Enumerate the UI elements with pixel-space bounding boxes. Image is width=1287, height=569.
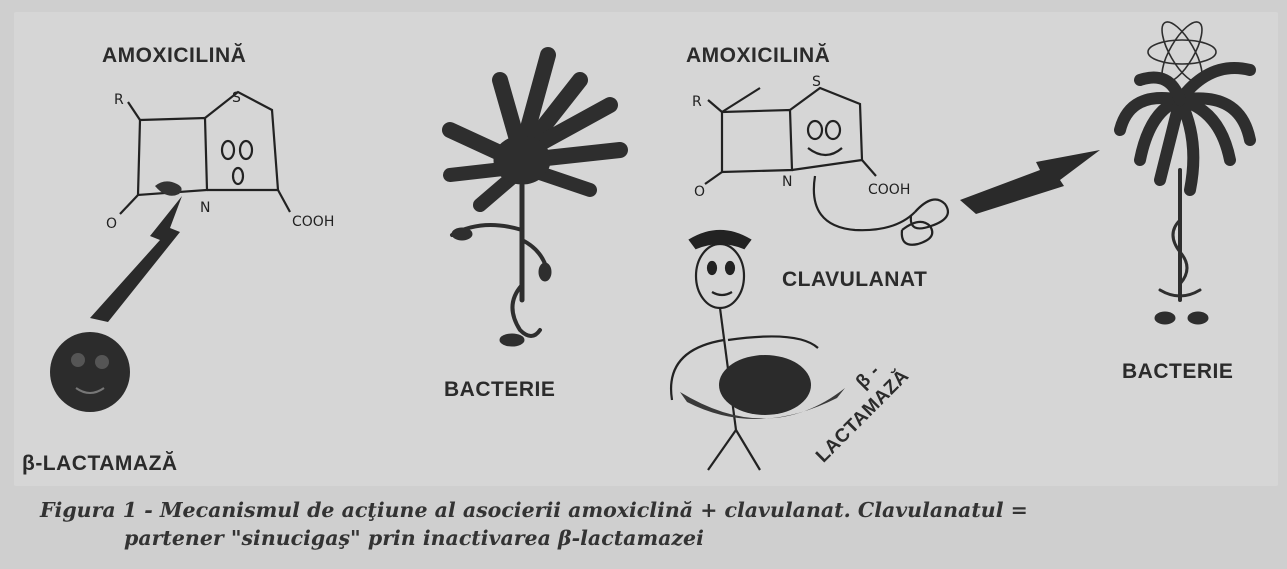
beta-lactamase-label-left: β-LACTAMAZĂ bbox=[22, 452, 178, 476]
r-group-right: R bbox=[692, 94, 702, 110]
clavulanat-label: CLAVULANAT bbox=[782, 268, 927, 292]
bacterie-label-right: BACTERIE bbox=[1122, 360, 1233, 384]
caption-line-2: partener "sinucigaş" prin inactivarea β-… bbox=[124, 524, 704, 552]
amoxicillin-label-right: AMOXICILINĂ bbox=[686, 44, 830, 68]
sulfur-right: S bbox=[812, 74, 821, 90]
amoxicillin-structure-right bbox=[705, 88, 948, 245]
caption-line-1: Figura 1 - Mecanismul de acţiune al asoc… bbox=[40, 496, 1028, 524]
bacterium-right bbox=[1120, 17, 1250, 324]
oxygen-right: O bbox=[694, 184, 705, 200]
lactamase-in-basket bbox=[680, 355, 845, 419]
bacterie-label-center: BACTERIE bbox=[444, 378, 555, 402]
bacterium-center bbox=[450, 55, 620, 346]
nitrogen-right: N bbox=[782, 174, 792, 190]
lightning-bolt-right bbox=[960, 150, 1100, 214]
clavulanate-figure bbox=[671, 231, 818, 470]
cooh-right: COOH bbox=[868, 182, 910, 198]
nitrogen-left: N bbox=[200, 200, 210, 216]
oxygen-left: O bbox=[106, 216, 117, 232]
beta-lactamase-blob-left bbox=[50, 332, 130, 412]
r-group-left: R bbox=[114, 92, 124, 108]
cooh-left: COOH bbox=[292, 214, 334, 230]
amoxicillin-structure-left bbox=[120, 92, 290, 214]
sulfur-left: S bbox=[232, 90, 241, 106]
amoxicillin-label-left: AMOXICILINĂ bbox=[102, 44, 246, 68]
lightning-bolt-left bbox=[90, 181, 182, 322]
